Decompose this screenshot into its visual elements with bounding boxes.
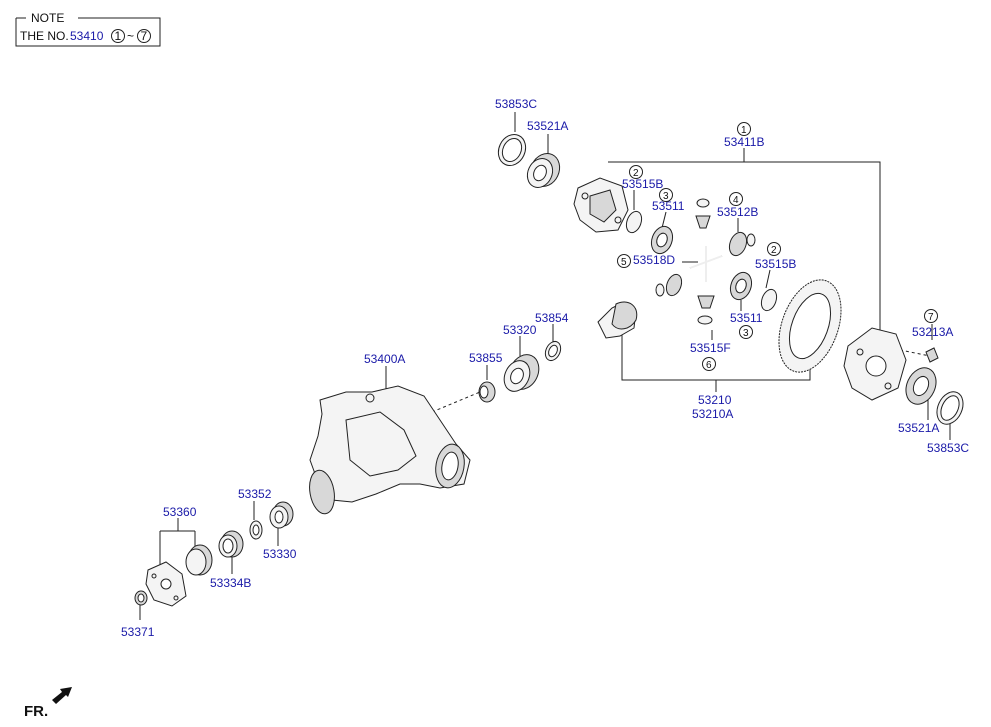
label-53360[interactable]: 53360 <box>163 505 197 519</box>
svg-text:3: 3 <box>663 191 669 202</box>
note-ref-number[interactable]: 53410 <box>70 29 104 43</box>
svg-text:7: 7 <box>928 312 934 323</box>
label-53521A-bottom[interactable]: 53521A <box>898 421 939 435</box>
pinion-gear-left[interactable] <box>655 272 684 297</box>
bearing-53854[interactable] <box>542 339 563 363</box>
pinion-shaft-53518D[interactable] <box>689 246 723 282</box>
bearing-53330[interactable] <box>269 501 294 529</box>
svg-text:3: 3 <box>743 328 749 339</box>
thrust-washer-53515F[interactable] <box>697 315 713 325</box>
carrier-housing-53400A[interactable] <box>306 385 471 516</box>
bearing-seal-53853C-top[interactable] <box>493 130 530 170</box>
thrust-washer-53515B-left[interactable] <box>624 209 645 234</box>
svg-text:5: 5 <box>621 257 627 268</box>
ring-gear-53210[interactable] <box>767 271 852 380</box>
spacer-53855[interactable] <box>478 381 496 403</box>
front-label: FR. <box>24 703 48 720</box>
note-title: NOTE <box>31 11 64 25</box>
bearing-53521A-bottom[interactable] <box>900 363 941 409</box>
circled-ref-3-top: 3 <box>659 188 673 202</box>
label-53511-bottom[interactable]: 53511 <box>730 311 763 325</box>
circled-ref-5: 5 <box>617 254 631 268</box>
bearing-53320[interactable] <box>499 350 544 396</box>
label-53515F[interactable]: 53515F <box>690 341 731 355</box>
label-53515B-right[interactable]: 53515B <box>755 257 796 271</box>
note-tilde: ~ <box>127 29 134 43</box>
washer-53352[interactable] <box>249 520 263 540</box>
label-53855[interactable]: 53855 <box>469 351 503 365</box>
label-53521A-top[interactable]: 53521A <box>527 119 568 133</box>
svg-text:2: 2 <box>633 168 639 179</box>
label-53853C-bottom[interactable]: 53853C <box>927 441 969 455</box>
label-53854[interactable]: 53854 <box>535 311 569 325</box>
oil-seal-53334B[interactable] <box>218 530 244 558</box>
label-53213A[interactable]: 53213A <box>912 325 953 339</box>
note-prefix: THE NO. <box>20 29 69 43</box>
bolt-53213A[interactable] <box>925 347 939 363</box>
label-53515B-left[interactable]: 53515B <box>622 177 663 191</box>
front-direction-indicator: FR. <box>24 687 72 720</box>
leader-lines <box>139 112 951 620</box>
label-53511-top[interactable]: 53511 <box>652 199 685 213</box>
diff-case-53411B-left[interactable] <box>573 177 629 233</box>
circled-ref-4: 4 <box>729 192 743 206</box>
diff-case-53411B-right[interactable] <box>843 327 907 401</box>
svg-text:4: 4 <box>733 195 739 206</box>
label-53210A[interactable]: 53210A <box>692 407 733 421</box>
svg-text:1: 1 <box>741 125 747 136</box>
bearing-53521A-top[interactable] <box>523 149 565 192</box>
lock-nut-53371[interactable] <box>134 590 148 606</box>
part-labels: 53853C 53521A 53411B 53515B 53511 53512B… <box>121 97 969 639</box>
flange-53360[interactable] <box>145 544 213 607</box>
thrust-washer-53515B-right[interactable] <box>759 287 780 312</box>
label-53320[interactable]: 53320 <box>503 323 537 337</box>
front-arrow-icon <box>52 687 72 704</box>
label-53330[interactable]: 53330 <box>263 547 297 561</box>
label-53512B[interactable]: 53512B <box>717 205 758 219</box>
label-53352[interactable]: 53352 <box>238 487 272 501</box>
circled-references: 1 2 3 4 5 2 3 6 7 <box>617 122 938 371</box>
note-range-start: 1 <box>115 29 122 43</box>
circled-ref-2-right: 2 <box>767 242 781 256</box>
label-53518D[interactable]: 53518D <box>633 253 675 267</box>
circled-ref-6: 6 <box>702 357 716 371</box>
circled-ref-7: 7 <box>924 309 938 323</box>
label-53334B[interactable]: 53334B <box>210 576 251 590</box>
note-range-end: 7 <box>141 29 148 43</box>
circled-ref-3-bottom: 3 <box>739 325 753 339</box>
pinion-gear-bottom[interactable] <box>697 295 715 309</box>
label-53853C-top[interactable]: 53853C <box>495 97 537 111</box>
label-53210[interactable]: 53210 <box>698 393 732 407</box>
drive-pinion-53210A[interactable] <box>597 301 638 339</box>
circled-ref-2-left: 2 <box>629 165 643 179</box>
svg-text:2: 2 <box>771 245 777 256</box>
pinion-gear-53512B[interactable] <box>726 230 756 258</box>
pinion-washer-top[interactable] <box>695 198 711 229</box>
circled-ref-1: 1 <box>737 122 751 136</box>
label-53400A[interactable]: 53400A <box>364 352 405 366</box>
bearing-seal-53853C-bottom[interactable] <box>932 388 968 429</box>
note-box: NOTE THE NO. 53410 1 ~ 7 <box>15 11 161 47</box>
side-gear-53511-bottom[interactable] <box>727 269 755 302</box>
side-gear-53511-top[interactable] <box>648 223 676 256</box>
svg-text:6: 6 <box>706 360 712 371</box>
label-53411B[interactable]: 53411B <box>724 135 764 149</box>
label-53371[interactable]: 53371 <box>121 625 155 639</box>
